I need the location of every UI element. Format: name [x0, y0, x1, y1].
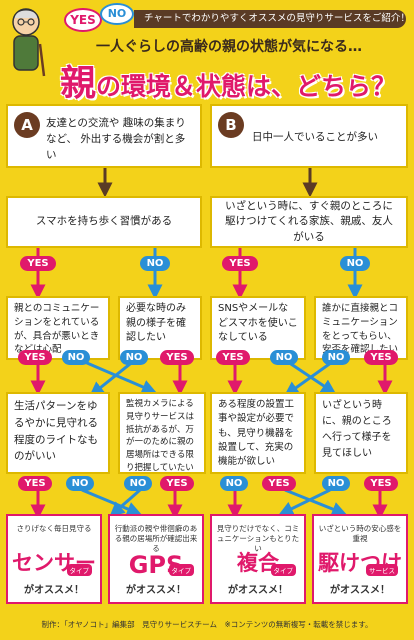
result-caption: 行動派の親や俳徊癖のある親の居場所が確認出来る — [114, 524, 198, 553]
question-smartphone-habit: スマホを持ち歩く習慣がある — [6, 196, 202, 248]
result-gps[interactable]: 行動派の親や俳徊癖のある親の居場所が確認出来る GPS タイプ がオススメ！ — [108, 514, 204, 604]
headline-big-char: 親 — [60, 63, 97, 104]
start-box-a: A 友達との交流や 趣味の集まりなど、 外出する機会が割と多い — [6, 104, 202, 168]
no-pill: NO — [66, 476, 94, 491]
badge-b: B — [218, 112, 244, 138]
no-bubble: NO — [100, 3, 134, 25]
elderly-man-icon — [12, 8, 46, 77]
result-caption: 見守りだけでなく、コミュニケーションもとりたい — [216, 524, 300, 553]
question-family-nearby: いざという時に、すぐ親のところに駆けつけてくれる家族、親戚、友人がいる — [210, 196, 408, 248]
question-rush-visit: いざという時に、親のところへ行って様子を見てほしい — [314, 392, 408, 474]
result-recommend: がオススメ！ — [126, 585, 186, 596]
question-direct-contact: 誰かに直接親とコミュニケーションをとってもらい、安否を確認したい — [314, 296, 408, 360]
yes-pill: YES — [262, 476, 296, 491]
no-pill: NO — [220, 476, 248, 491]
yes-pill: YES — [216, 350, 250, 365]
headline-line2: 親の環境＆状態は、どちら？ — [60, 54, 396, 106]
result-recommend: がオススメ！ — [330, 585, 390, 596]
question-full-equipment: ある程度の設置工事や設定が必要でも、見守り機器を設置して、充実の機能が欲しい — [210, 392, 306, 474]
result-type-tag: タイプ — [66, 564, 92, 576]
no-pill: NO — [270, 350, 298, 365]
result-rush[interactable]: いざという時の安心感を重視 駆けつけ サービス がオススメ！ — [312, 514, 408, 604]
subtitle: チャートでわかりやすくオススメの見守りサービスをご紹介！ — [134, 10, 410, 28]
headline-line1: 一人ぐらしの高齢の親の状態が気になる… — [96, 39, 362, 55]
yes-pill: YES — [364, 350, 398, 365]
no-pill: NO — [322, 350, 350, 365]
result-recommend: がオススメ！ — [24, 585, 84, 596]
footer-credit: 制作：「オヤノコト」編集部 見守りサービスチーム ※コンテンツの無断複写・転載を… — [41, 620, 373, 629]
question-uses-sns: SNSやメールなどスマホを使いこなしている — [210, 296, 306, 360]
start-b-text: 日中一人でいることが多い — [252, 131, 378, 143]
result-type-tag: タイプ — [168, 564, 194, 576]
no-pill: NO — [140, 256, 170, 271]
no-pill: NO — [120, 350, 148, 365]
yes-pill: YES — [160, 476, 194, 491]
no-pill: NO — [124, 476, 152, 491]
question-light-monitoring: 生活パターンをゆるやかに見守れる程度のライトなものがいい — [6, 392, 110, 474]
result-sensor[interactable]: さりげなく毎日見守る センサー タイプ がオススメ！ — [6, 514, 102, 604]
headline-rest: の環境＆状態は、どちら？ — [96, 72, 397, 101]
yes-pill: YES — [364, 476, 398, 491]
yes-pill: YES — [160, 350, 194, 365]
no-pill: NO — [322, 476, 350, 491]
result-recommend: がオススメ！ — [228, 585, 288, 596]
start-box-b: B 日中一人でいることが多い — [210, 104, 408, 168]
result-name: 複合 — [237, 551, 279, 575]
yes-pill: YES — [18, 476, 52, 491]
result-caption: いざという時の安心感を重視 — [318, 524, 402, 543]
no-pill: NO — [62, 350, 90, 365]
start-a-text: 友達との交流や 趣味の集まりなど、 外出する機会が割と多い — [46, 117, 186, 161]
result-combined[interactable]: 見守りだけでなく、コミュニケーションもとりたい 複合 タイプ がオススメ！ — [210, 514, 306, 604]
no-pill: NO — [340, 256, 370, 271]
yes-bubble: YES — [64, 8, 102, 32]
question-location-tracking: 監視カメラによる見守りサービスは抵抗があるが、万が一のために親の居場所はできる限… — [118, 392, 206, 474]
result-type-tag: タイプ — [270, 564, 296, 576]
result-caption: さりげなく毎日見守る — [16, 524, 92, 533]
question-communication-worry: 親とのコミュニケーションをとれているが、具合が悪いときなどは心配 — [6, 296, 110, 360]
yes-pill: YES — [20, 256, 56, 271]
yes-pill: YES — [18, 350, 52, 365]
header-banner: YES NO チャートでわかりやすくオススメの見守りサービスをご紹介！ 一人ぐら… — [0, 0, 414, 104]
badge-a: A — [14, 112, 40, 138]
yes-pill: YES — [222, 256, 258, 271]
result-type-tag: サービス — [366, 564, 398, 576]
